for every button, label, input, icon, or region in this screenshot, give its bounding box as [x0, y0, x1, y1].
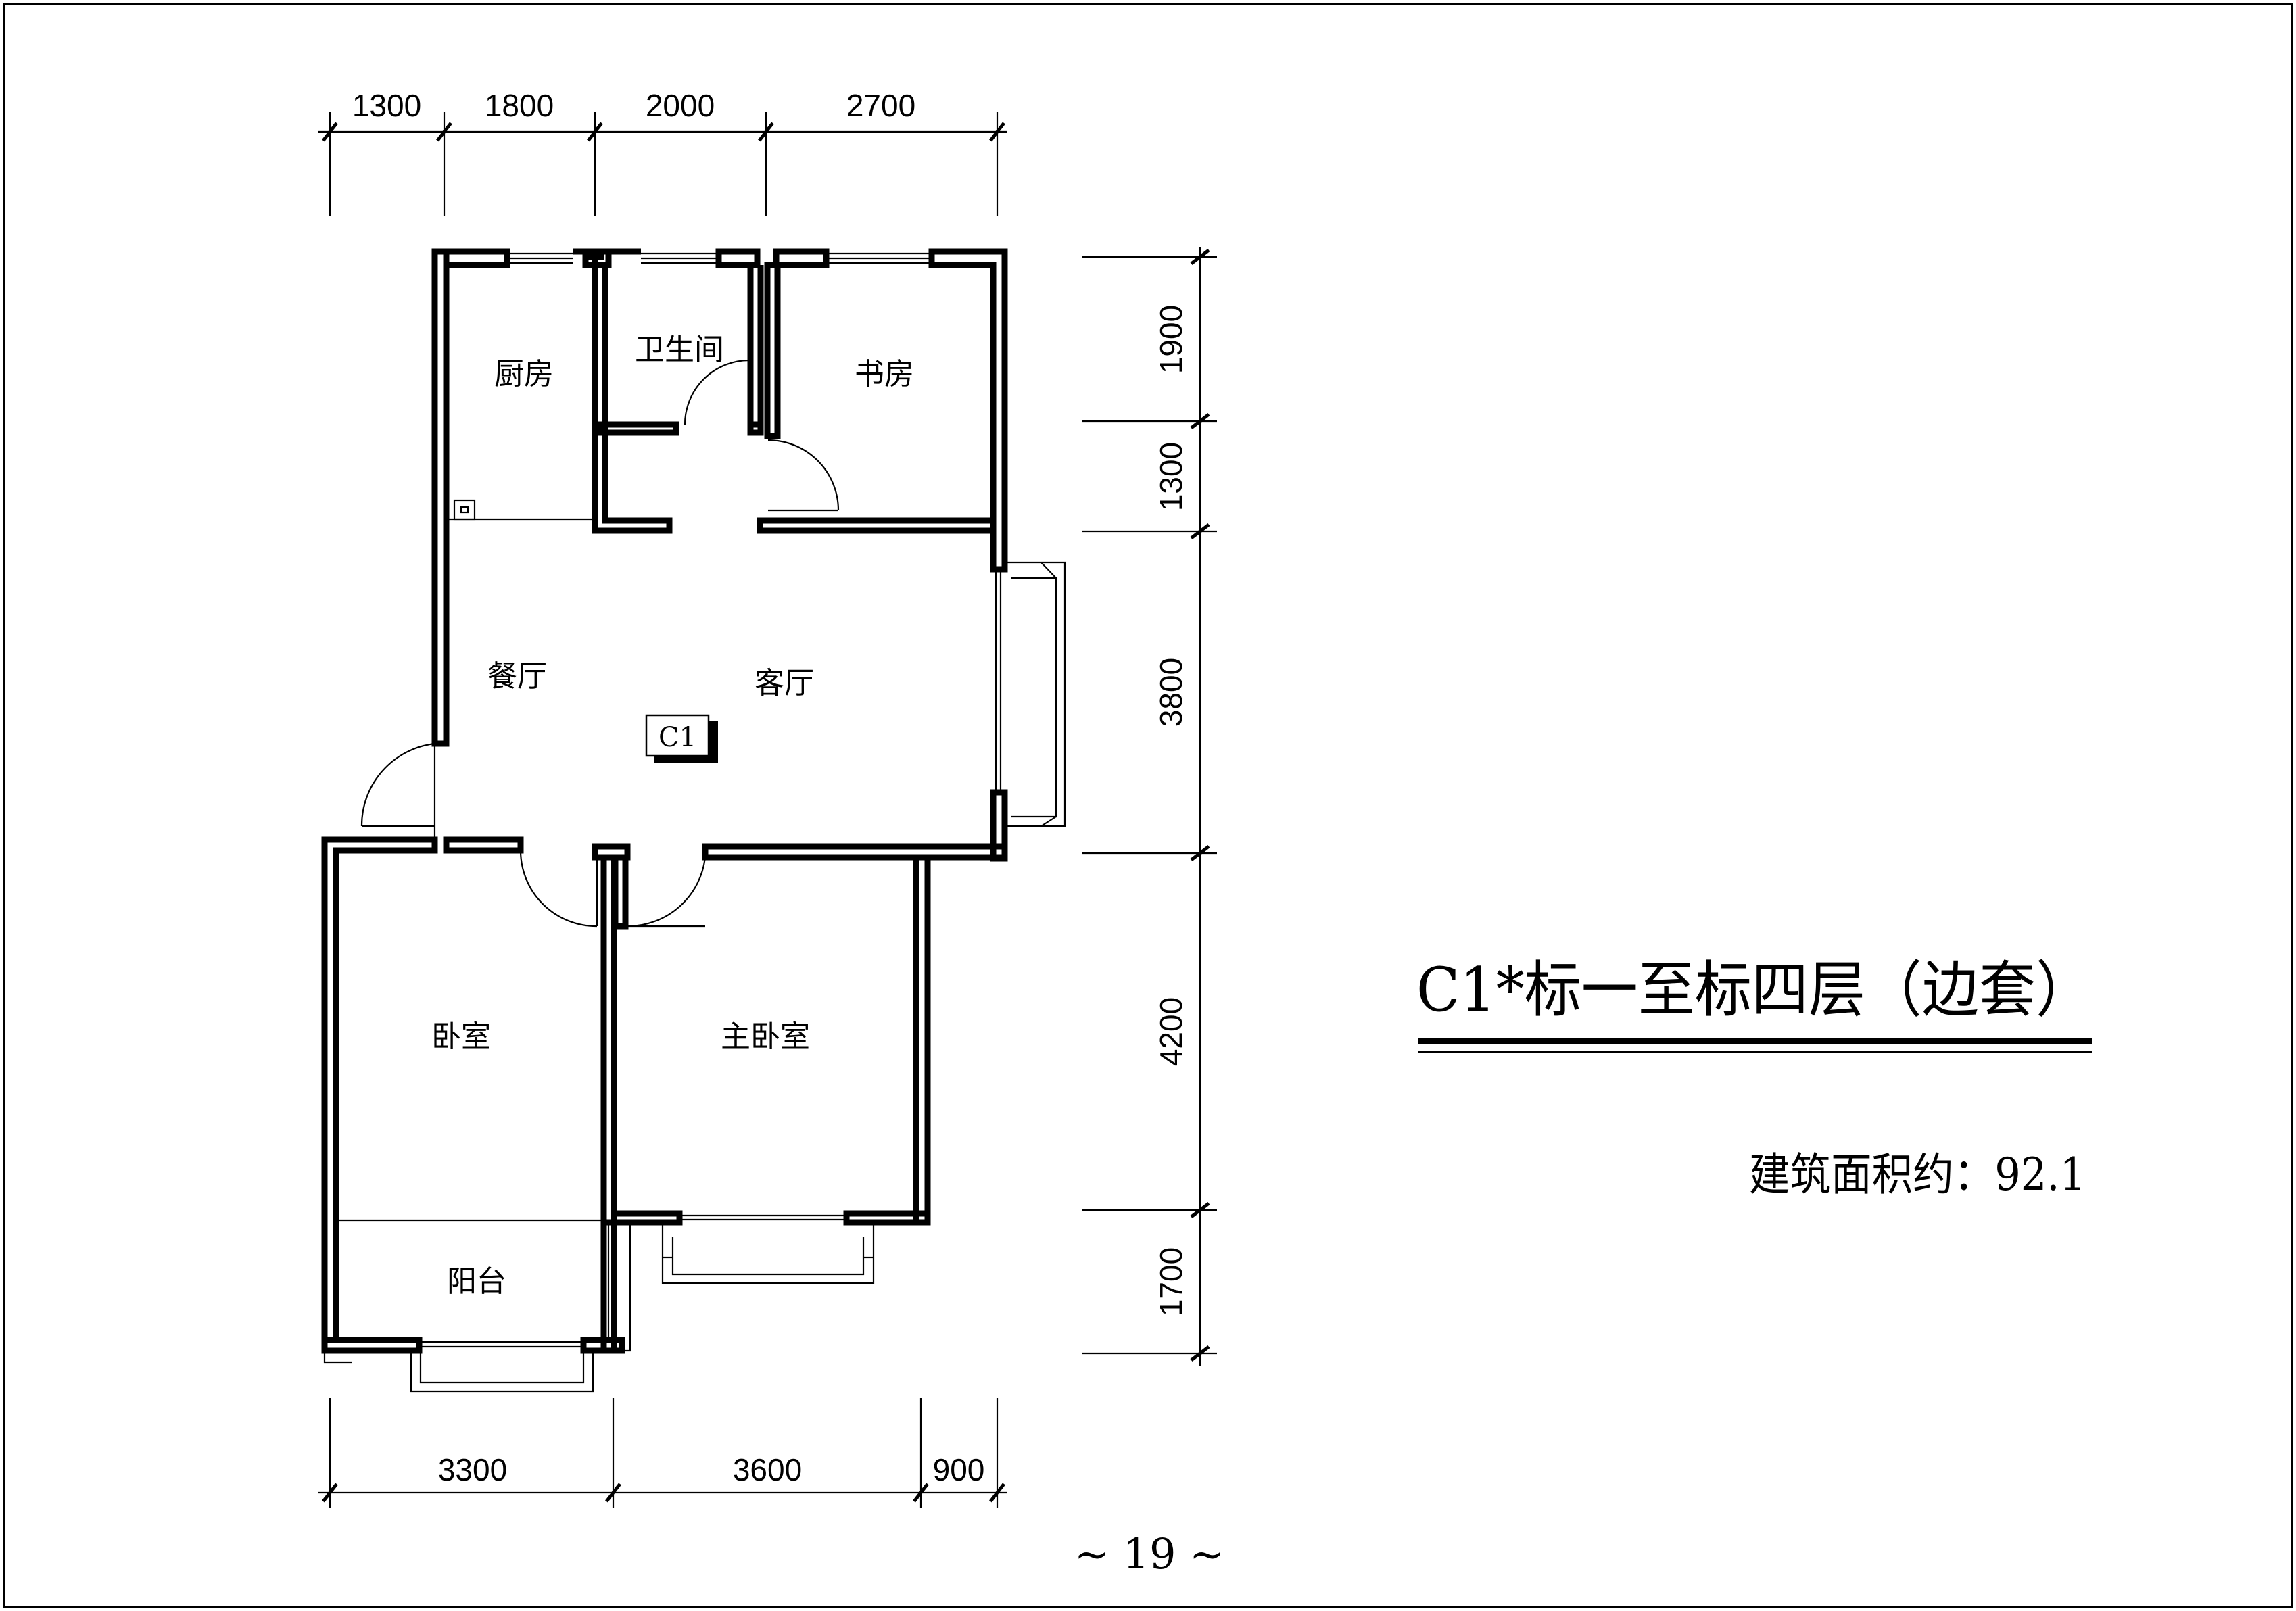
- dim-bottom-3: 900: [933, 1452, 985, 1487]
- doors: [360, 359, 840, 928]
- room-labels: 厨房 卫生间 书房 餐厅 客厅 卧室 主卧室 阳台: [431, 333, 914, 1299]
- room-label-bathroom: 卫生间: [635, 333, 724, 367]
- dim-right-3: 3800: [1153, 658, 1189, 727]
- sheet-border: [3, 3, 2293, 1608]
- top-dimension-chain: 1300 1800 2000 2700: [318, 88, 1007, 216]
- dim-right-5: 1700: [1153, 1247, 1189, 1316]
- room-label-study: 书房: [855, 357, 914, 391]
- right-dimension-chain: 1900 1300 3800 4200 1700: [1082, 247, 1217, 1366]
- room-label-dining: 餐厅: [487, 659, 547, 694]
- bottom-dimension-chain: 3300 3600 900: [318, 1398, 1007, 1508]
- room-label-living: 客厅: [755, 666, 814, 700]
- unit-tag-label: C1: [659, 722, 696, 753]
- walls: [321, 248, 1008, 1354]
- dim-top-3: 2000: [646, 88, 715, 123]
- area-label: 建筑面积约：92.1: [1749, 1149, 2086, 1201]
- room-label-kitchen: 厨房: [494, 357, 554, 391]
- dim-right-1: 1900: [1153, 305, 1189, 374]
- windows: [323, 252, 1066, 1393]
- title-underline-thick: [1418, 1038, 2092, 1044]
- unit-tag: C1: [645, 714, 718, 763]
- page-number: ~ 19 ~: [1074, 1529, 1224, 1579]
- dim-top-1: 1300: [352, 88, 421, 123]
- dim-right-2: 1300: [1153, 442, 1189, 511]
- room-label-balcony: 阳台: [447, 1264, 506, 1299]
- room-label-master-bedroom: 主卧室: [721, 1019, 810, 1054]
- room-label-bedroom: 卧室: [431, 1019, 491, 1054]
- dim-top-4: 2700: [846, 88, 915, 123]
- dim-top-2: 1800: [485, 88, 554, 123]
- dim-right-4: 4200: [1153, 997, 1189, 1066]
- title-block: C1*标一至标四层（边套） 建筑面积约：92.1: [1416, 955, 2092, 1201]
- dim-bottom-2: 3600: [733, 1452, 802, 1487]
- dim-bottom-1: 3300: [438, 1452, 507, 1487]
- drawing-title: C1*标一至标四层（边套）: [1416, 955, 2092, 1026]
